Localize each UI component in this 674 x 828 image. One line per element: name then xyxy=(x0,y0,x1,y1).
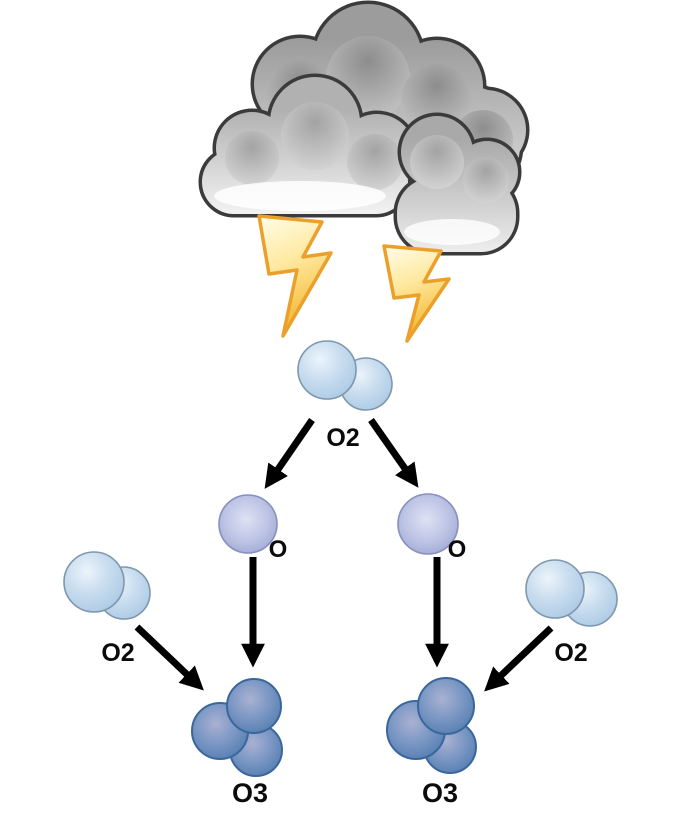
left-o2-label: O2 xyxy=(101,639,134,667)
right-o-label: O xyxy=(448,536,467,563)
oxygen-sphere xyxy=(226,678,282,734)
oxygen-sphere xyxy=(63,551,125,613)
reaction-arrows xyxy=(134,417,554,692)
arrow-right-o2-to-o3 xyxy=(484,625,554,692)
left-o2-molecule xyxy=(63,551,151,620)
top-o2-molecule xyxy=(297,340,393,411)
left-o3-molecule xyxy=(191,678,283,777)
right-o2-molecule xyxy=(525,559,618,627)
left-o-atom xyxy=(218,494,278,554)
right-o-atom xyxy=(397,493,459,555)
oxygen-sphere xyxy=(297,340,357,400)
lightning-bolt-icon xyxy=(382,244,451,343)
front-left-cloud-fill xyxy=(202,77,415,214)
arrow-o2-to-left-o xyxy=(264,418,315,489)
arrow-left-o2-to-o3 xyxy=(134,624,204,691)
lightning-bolt-icon xyxy=(257,214,333,338)
left-o-label: O xyxy=(269,536,288,563)
left-o3-label: O3 xyxy=(232,778,268,808)
right-o2-label: O2 xyxy=(554,639,587,667)
arrow-o2-to-right-o xyxy=(368,417,419,488)
oxygen-sphere xyxy=(417,677,475,735)
front-right-cloud-fill xyxy=(397,116,518,252)
right-o3-molecule xyxy=(386,677,477,774)
oxygen-sphere xyxy=(525,559,585,619)
storm-cloud-icon xyxy=(198,0,530,343)
right-o3-label: O3 xyxy=(422,778,458,808)
top-o2-label: O2 xyxy=(326,424,359,452)
